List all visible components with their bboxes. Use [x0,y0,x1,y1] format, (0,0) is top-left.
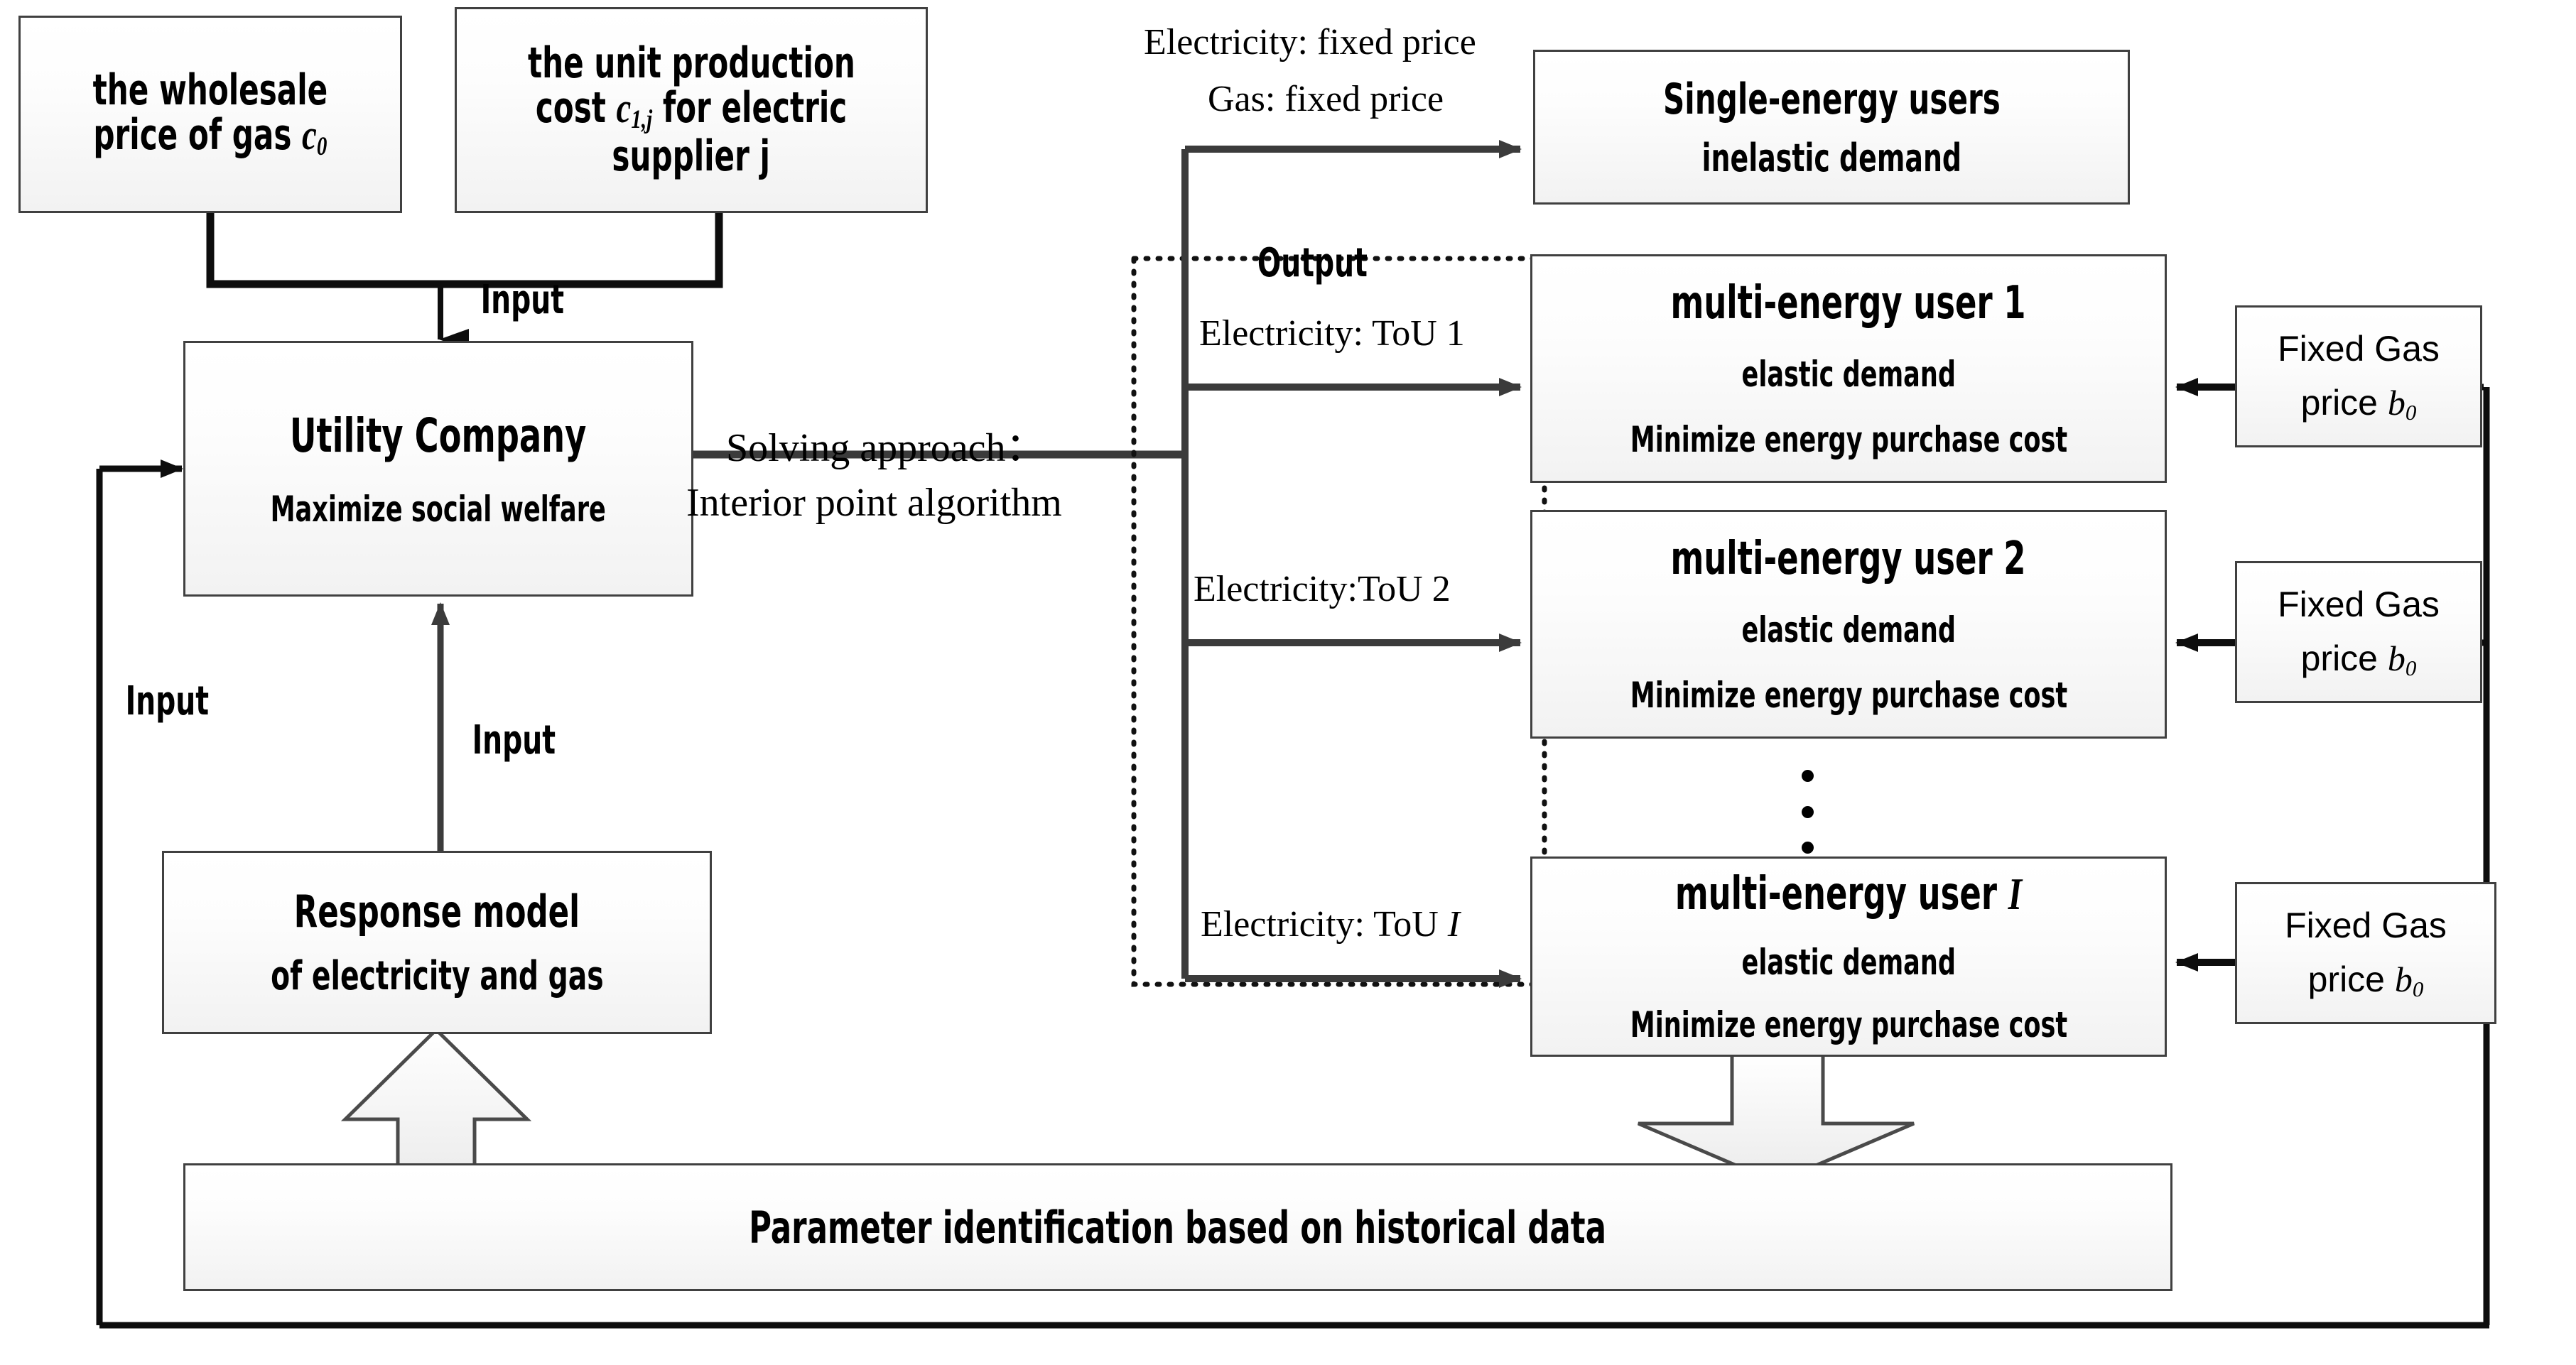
response-subtitle: of electricity and gas [270,953,604,999]
gasprice1-line-1: Fixed Gas [2278,328,2440,369]
label-input-top: Input [480,277,565,323]
single-energy-users-box: Single-energy users inelastic demand [1533,50,2130,205]
gasprice2-line-2: price b0 [2300,638,2417,680]
gasprice3-line-1: Fixed Gas [2285,905,2447,945]
userI-line-2: elastic demand [1741,942,1956,983]
user2-title: multi-energy user 2 [1670,533,2027,585]
wire-output-trunk [1181,140,1522,988]
gasprice1-line-2: price b0 [2300,382,2417,425]
label-tou-I: Electricity: ToU I [1201,904,1461,945]
single-energy-subtitle: inelastic demand [1701,135,1961,180]
multi-energy-user-I-box: multi-energy user I elastic demand Minim… [1530,856,2167,1057]
input-box-unit-production-cost: the unit production cost c1,j for electr… [455,7,928,213]
ellipsis-dot [1801,805,1814,818]
wholesale-line-2: price of gas c0 [93,109,328,162]
wholesale-line-1: the wholesale [92,65,328,115]
label-output: Output [1257,240,1368,286]
parameter-identification-bar: Parameter identification based on histor… [183,1163,2172,1291]
wire-inputs-merge [206,212,723,350]
userI-line-3: Minimize energy purchase cost [1630,1004,2067,1045]
utility-title: Utility Company [290,408,587,463]
label-input-left: Input [125,678,210,724]
gasprice3-line-2: price b0 [2307,959,2424,1001]
wire-gasprice-to-users [2175,378,2236,972]
fixed-gas-price-box-3: Fixed Gas price b0 [2235,882,2496,1024]
gasprice2-line-1: Fixed Gas [2278,584,2440,624]
label-tou-2: Electricity:ToU 2 [1194,569,1451,609]
ellipsis-dot [1801,770,1814,782]
multi-energy-user-2-box: multi-energy user 2 elastic demand Minim… [1530,510,2167,739]
block-arrow-user-to-param [1638,1053,1915,1185]
user1-line-3: Minimize energy purchase cost [1630,419,2067,460]
userI-title: multi-energy user I [1674,868,2023,920]
utility-company-box: Utility Company Maximize social welfare [183,341,693,597]
user1-line-2: elastic demand [1741,354,1956,395]
unitcost-line-2: cost c1,j for electric [535,83,848,135]
output-dotted-boundary [1131,256,1547,987]
label-input-bottom: Input [472,717,556,763]
utility-subtitle: Maximize social welfare [270,488,607,530]
label-tou-1: Electricity: ToU 1 [1199,313,1465,354]
unitcost-line-1: the unit production [527,38,855,89]
multi-energy-user-1-box: multi-energy user 1 elastic demand Minim… [1530,254,2167,483]
response-model-box: Response model of electricity and gas [162,851,712,1034]
user2-line-2: elastic demand [1741,609,1956,651]
ellipsis-dot [1801,842,1814,854]
fixed-gas-price-box-1: Fixed Gas price b0 [2235,305,2482,447]
single-energy-title: Single-energy users [1662,74,2001,124]
response-title: Response model [293,886,580,937]
user2-line-3: Minimize energy purchase cost [1630,675,2067,716]
input-box-wholesale-gas-price: the wholesale price of gas c0 [18,16,402,213]
fixed-gas-price-box-2: Fixed Gas price b0 [2235,561,2482,703]
vertical-ellipsis [1801,770,1814,854]
label-solving-algorithm: Interior point algorithm [686,481,1062,525]
label-electricity-fixed-price: Electricity: fixed price [1144,22,1476,62]
label-solving-approach: Solving approach： [726,426,1046,470]
parameter-bar-text: Parameter identification based on histor… [749,1201,1607,1253]
user1-title: multi-energy user 1 [1670,277,2027,330]
unitcost-line-3: supplier j [612,131,771,181]
label-gas-fixed-price: Gas: fixed price [1208,79,1444,119]
